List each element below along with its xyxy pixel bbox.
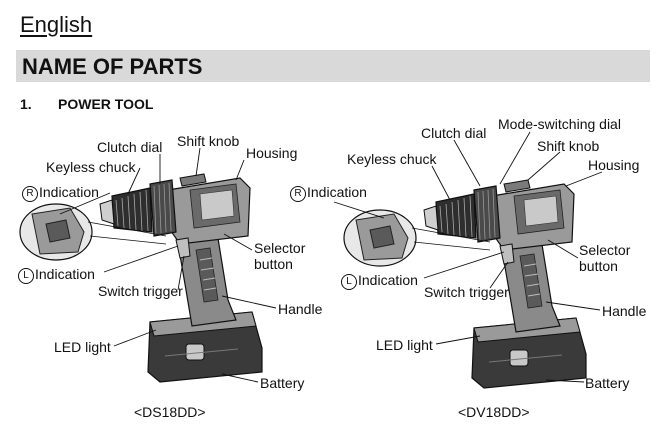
label-keyless-chuck-2: Keyless chuck bbox=[347, 151, 436, 167]
label-l-indication-text: Indication bbox=[35, 266, 95, 282]
label-handle-2: Handle bbox=[602, 303, 646, 319]
label-mode-switching-dial: Mode-switching dial bbox=[498, 116, 621, 132]
label-l-indication-text-2: Indication bbox=[358, 272, 418, 288]
label-selector-button: Selector button bbox=[254, 240, 305, 272]
r-indication-icon-2: R bbox=[290, 186, 306, 202]
label-housing: Housing bbox=[246, 145, 297, 161]
l-indication-icon-2: L bbox=[341, 274, 357, 290]
model-caption-ds18dd: <DS18DD> bbox=[134, 404, 206, 420]
label-handle: Handle bbox=[278, 301, 322, 317]
label-battery-2: Battery bbox=[585, 375, 629, 391]
label-selector-line1-2: Selector bbox=[579, 242, 630, 258]
label-led-light-2: LED light bbox=[376, 337, 433, 353]
label-selector-line2: button bbox=[254, 256, 305, 272]
label-selector-button-2: Selector button bbox=[579, 242, 630, 274]
label-r-indication-text: Indication bbox=[39, 184, 99, 200]
label-keyless-chuck: Keyless chuck bbox=[46, 159, 135, 175]
label-switch-trigger-2: Switch trigger bbox=[424, 284, 509, 300]
label-clutch-dial: Clutch dial bbox=[97, 139, 162, 155]
label-shift-knob-2: Shift knob bbox=[537, 138, 599, 154]
label-led-light: LED light bbox=[54, 339, 111, 355]
label-selector-line1: Selector bbox=[254, 240, 305, 256]
label-shift-knob: Shift knob bbox=[177, 133, 239, 149]
r-indication-icon: R bbox=[22, 186, 38, 202]
l-indication-icon: L bbox=[18, 268, 34, 284]
label-r-indication-text-2: Indication bbox=[307, 184, 367, 200]
label-switch-trigger: Switch trigger bbox=[98, 283, 183, 299]
label-clutch-dial-2: Clutch dial bbox=[421, 125, 486, 141]
model-caption-dv18dd: <DV18DD> bbox=[458, 404, 530, 420]
label-selector-line2-2: button bbox=[579, 258, 630, 274]
label-housing-2: Housing bbox=[588, 157, 639, 173]
label-battery: Battery bbox=[260, 375, 304, 391]
